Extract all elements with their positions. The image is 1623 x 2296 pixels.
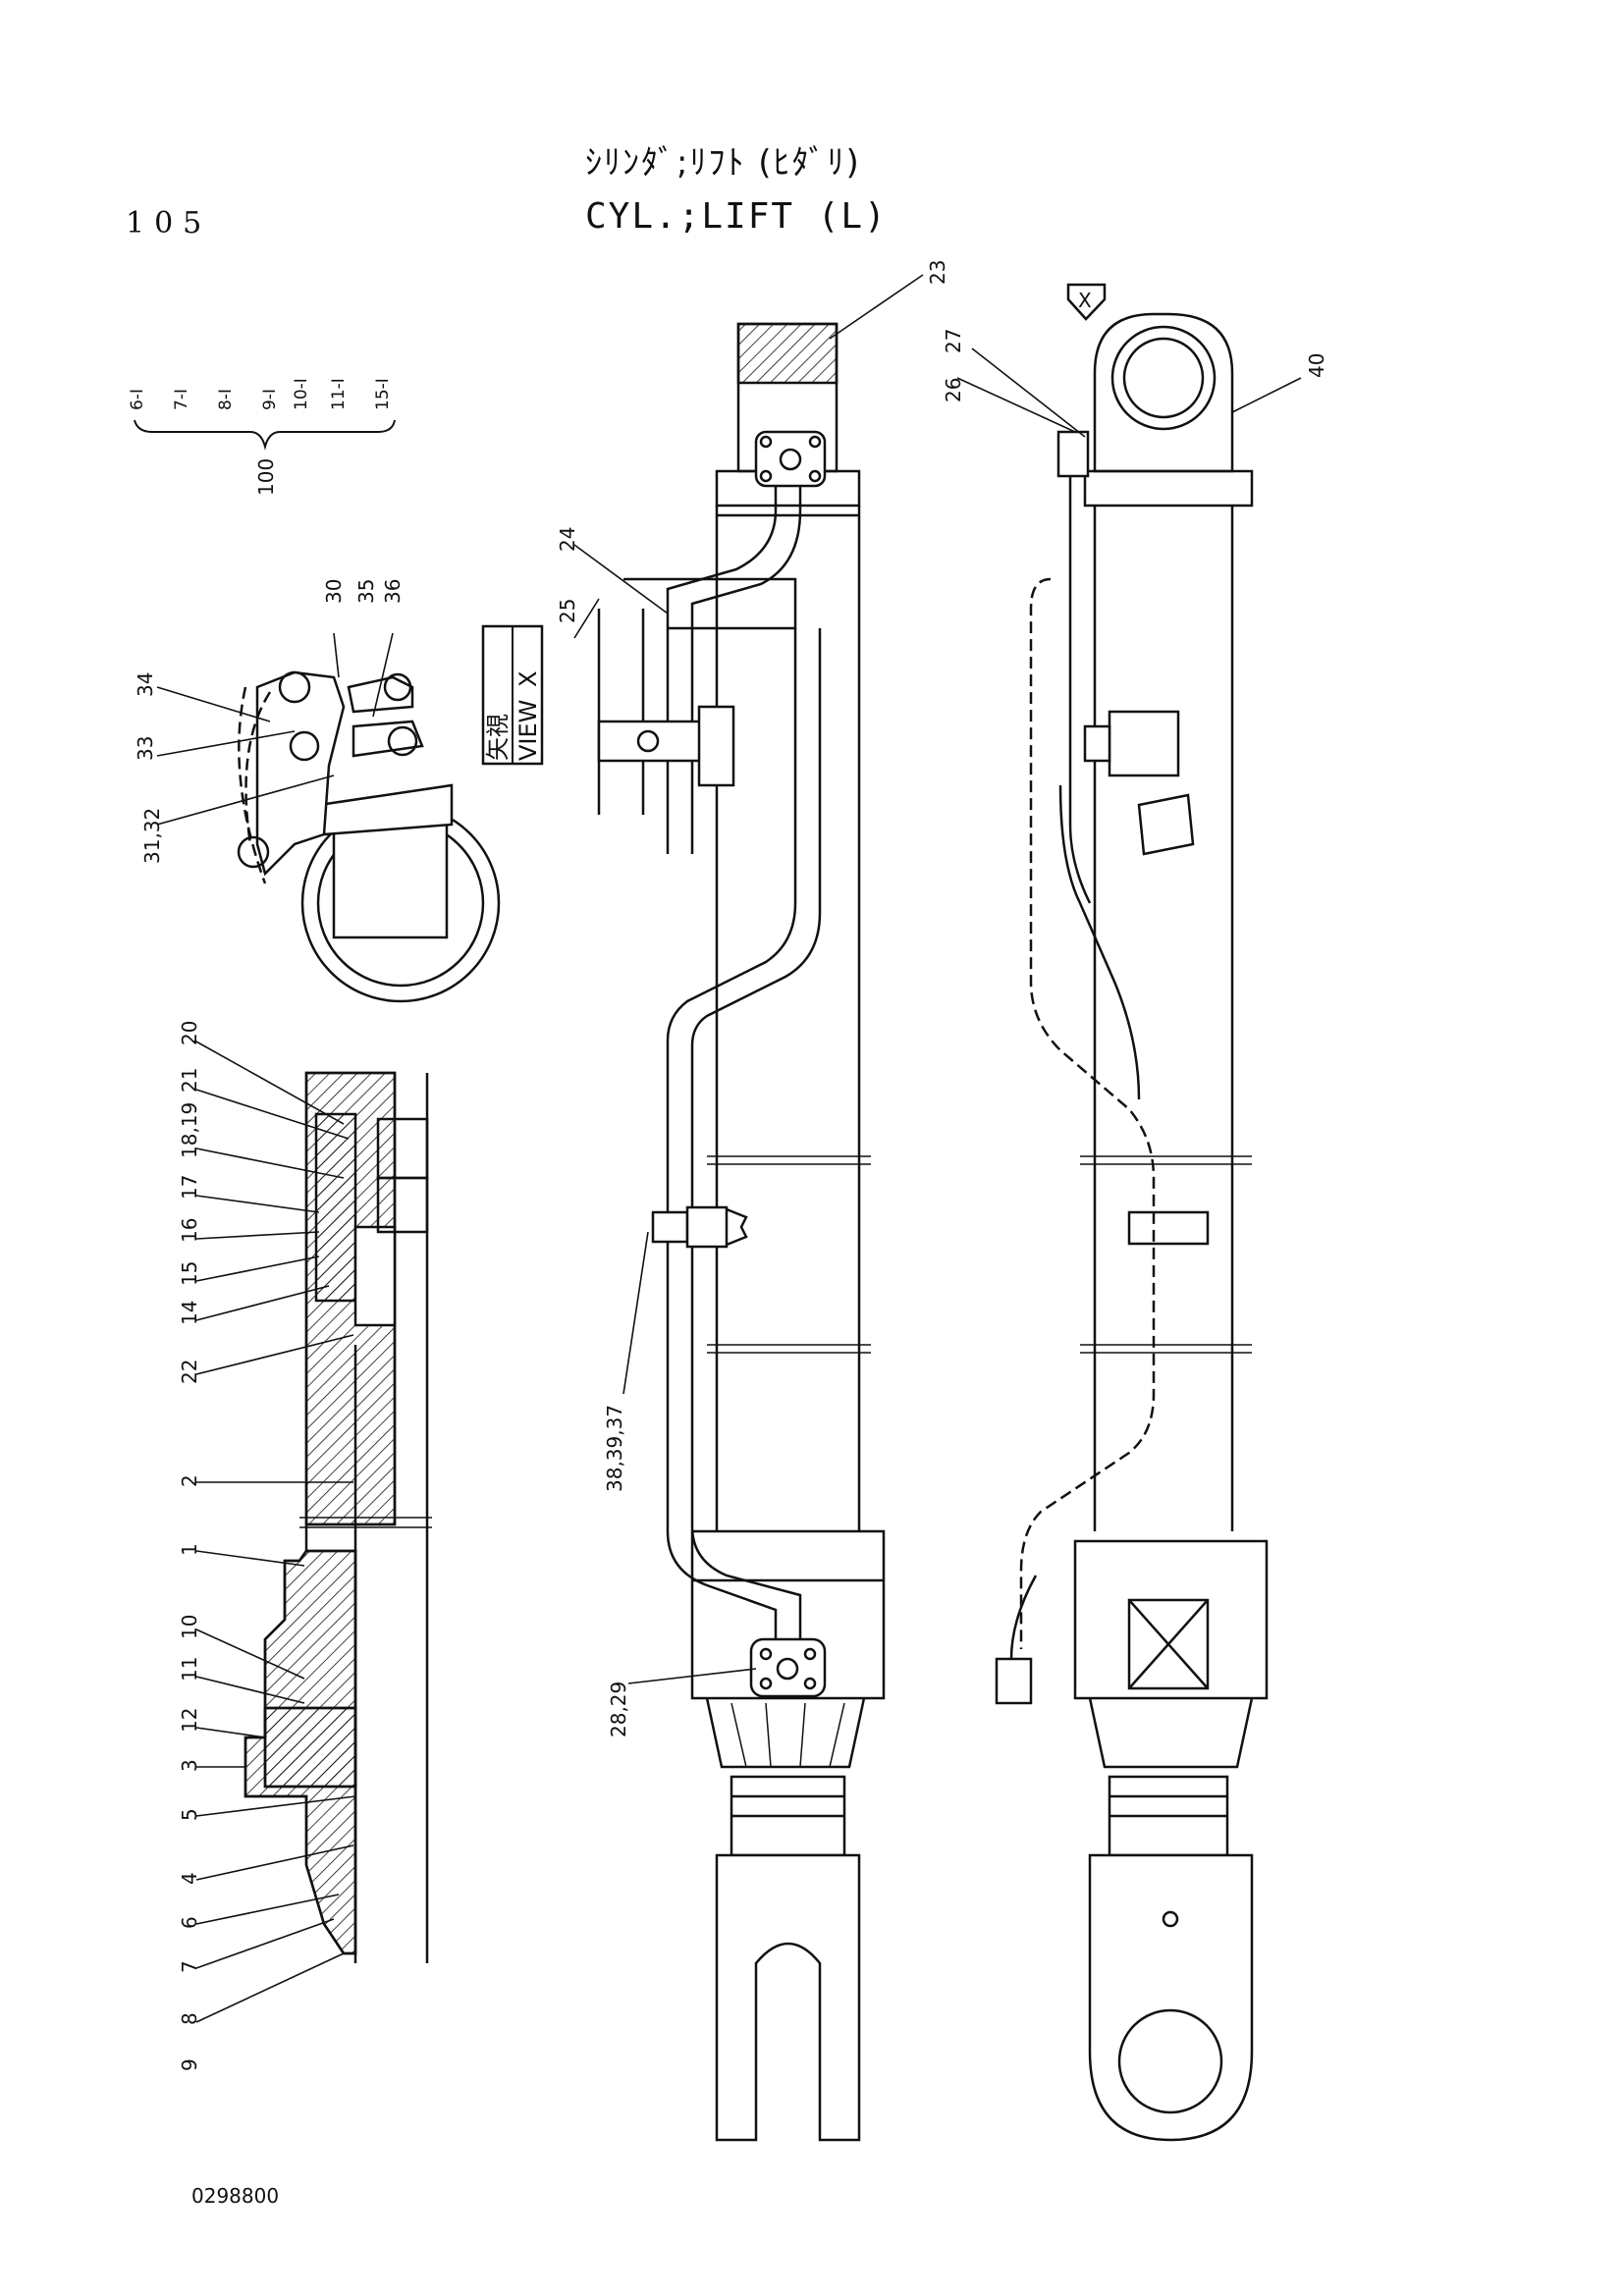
callout: 11 [178, 1657, 201, 1682]
callout: 7 [178, 1960, 201, 1973]
callout: 9 [178, 2058, 201, 2071]
kit-item: 6-I [128, 389, 147, 410]
callout: 25 [556, 599, 579, 623]
callout: 8 [178, 2012, 201, 2025]
drawing-code: 0298800 [191, 2184, 280, 2208]
page-number: 105 [126, 206, 212, 240]
view-label-letter: X [514, 671, 542, 687]
callout: 23 [926, 260, 949, 285]
callout: 38,39,37 [603, 1405, 626, 1492]
callout-labels: 20 21 18,19 17 16 15 14 22 2 1 10 11 12 … [134, 260, 1328, 2071]
callout: 3 [178, 1759, 201, 1772]
kit-item: 11-I [329, 378, 349, 410]
callout: 22 [178, 1360, 201, 1384]
callout: 24 [556, 527, 579, 552]
kit-item: 10-I [292, 378, 311, 410]
view-label-en: VIEW [514, 700, 542, 761]
callout: 21 [178, 1068, 201, 1093]
callout: 40 [1305, 353, 1328, 378]
callout: 34 [134, 672, 157, 697]
callout: 14 [178, 1301, 201, 1325]
kit-item: 15-I [373, 378, 393, 410]
title-english: CYL.;LIFT (L) [585, 196, 888, 237]
callout: 12 [178, 1708, 201, 1733]
callout: 15 [178, 1261, 201, 1286]
kit-group: 6-I 7-I 8-I 9-I 10-I 11-I 15-I 100 [128, 378, 396, 496]
callout: 36 [381, 579, 405, 604]
callout: 28,29 [607, 1682, 630, 1737]
view-x-detail [237, 670, 501, 1003]
leader-lines [156, 274, 1302, 2023]
callout: 31,32 [140, 808, 164, 864]
callout: 5 [178, 1808, 201, 1821]
callout: 10 [178, 1615, 201, 1639]
callout: 27 [942, 329, 965, 353]
callout: 35 [354, 579, 378, 604]
kit-parent: 100 [254, 458, 278, 496]
callout: 26 [942, 378, 965, 402]
view-x-arrow: X [1066, 283, 1107, 321]
view-label-jp: 矢視 [484, 714, 512, 761]
view-x-label: 矢視 VIEW X [481, 624, 544, 766]
callout: 4 [178, 1872, 201, 1885]
callout: 17 [178, 1175, 201, 1200]
cylinder-side-view [995, 312, 1269, 2142]
kit-item: 9-I [260, 389, 280, 410]
kit-item: 8-I [216, 389, 236, 410]
callout: 20 [178, 1021, 201, 1045]
title-japanese: ｼﾘﾝﾀﾞ;ﾘﾌﾄ (ﾋﾀﾞﾘ) [585, 143, 861, 183]
callout: 33 [134, 736, 157, 761]
callout: 16 [178, 1218, 201, 1243]
view-marker-letter: X [1078, 289, 1092, 312]
callout: 1 [178, 1543, 201, 1556]
callout: 18,19 [178, 1102, 201, 1158]
callout: 6 [178, 1916, 201, 1929]
section-view [243, 1071, 432, 1963]
kit-item: 7-I [172, 389, 191, 410]
callout: 2 [178, 1474, 201, 1487]
callout: 30 [322, 579, 346, 604]
cylinder-front-view [597, 322, 886, 2142]
